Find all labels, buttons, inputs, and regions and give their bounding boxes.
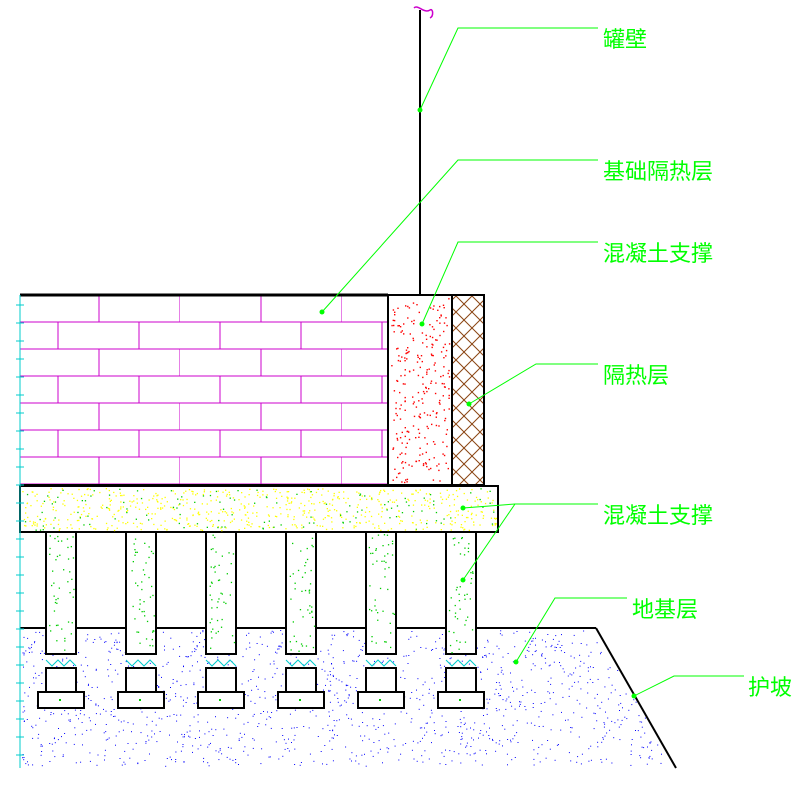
label-subgrade-layer: 地基层	[632, 598, 699, 623]
concrete-slab	[19, 485, 499, 533]
subgrade-layer	[20, 627, 677, 769]
pile	[277, 531, 325, 709]
insulation-layer	[451, 294, 485, 486]
label-slope-protection: 护坡	[748, 676, 793, 701]
leader-insulation-layer	[468, 363, 598, 405]
leader-subgrade-layer	[515, 597, 627, 663]
tank-wall	[413, 6, 434, 295]
pile	[117, 531, 165, 709]
pile	[37, 531, 85, 709]
pile	[437, 531, 485, 709]
leader-tank-wall	[419, 27, 598, 111]
label-foundation-insulation: 基础隔热层	[603, 160, 714, 185]
pile	[197, 531, 245, 709]
leader-slope-protection	[633, 675, 744, 697]
callout-leaders	[321, 27, 744, 697]
slope-line	[595, 627, 677, 769]
callout-dots	[319, 107, 637, 699]
label-concrete-support-lower: 混凝土支撑	[603, 504, 714, 529]
leader-foundation-insulation	[321, 159, 598, 313]
label-tank-wall: 罐壁	[603, 28, 648, 53]
left-boundary-ticks	[16, 295, 24, 768]
label-insulation-layer: 隔热层	[603, 364, 670, 389]
label-concrete-support-upper: 混凝土支撑	[603, 242, 714, 267]
leader-concrete-support-lower-2	[462, 503, 516, 581]
leader-concrete-support-upper	[421, 241, 598, 325]
pile-group	[37, 531, 485, 709]
foundation-insulation-block	[20, 293, 388, 486]
